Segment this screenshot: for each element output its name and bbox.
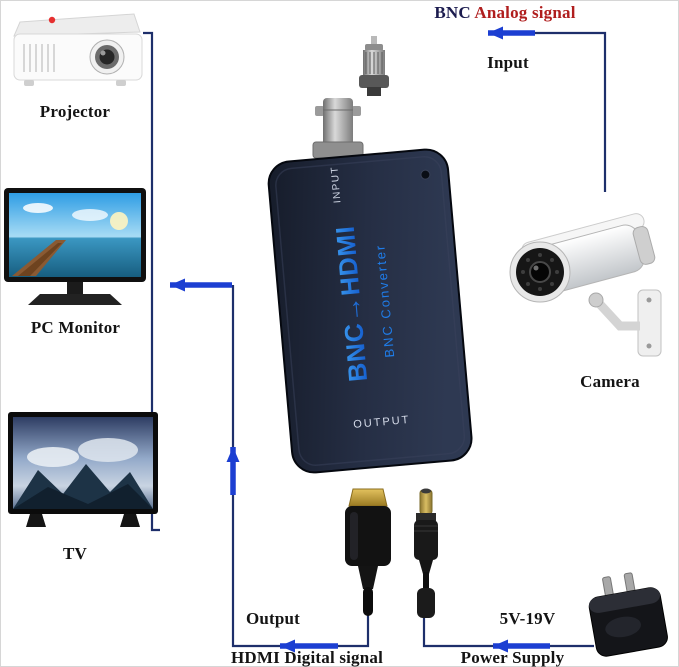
bnc-analog-signal-label: BNC Analog signal — [415, 3, 595, 23]
tv-leg — [120, 514, 140, 527]
tv-leg — [26, 514, 46, 527]
adapter-top-face — [588, 587, 661, 613]
camera-plate-screw — [646, 297, 652, 303]
camera-bracket-joint — [588, 292, 604, 308]
monitor-sun — [110, 212, 128, 230]
camera-plate-screw — [646, 343, 652, 349]
pc-monitor-label: PC Monitor — [30, 318, 121, 337]
tv-cloud — [27, 447, 79, 467]
converter-input-port-label: INPUT — [329, 165, 343, 203]
dc-strain-relief — [419, 560, 433, 574]
dc-collar — [416, 513, 436, 521]
projector-label: Projector — [39, 102, 111, 121]
connector-line-camera-input — [528, 31, 607, 192]
camera-label: Camera — [580, 372, 640, 391]
hdmi-digital-signal-label: HDMI Digital signal — [230, 648, 384, 667]
bnc-male-connector — [359, 36, 389, 96]
hdmi-gold-tip — [348, 488, 388, 507]
power-adapter-body — [588, 572, 668, 657]
projector-foot — [116, 80, 126, 86]
projector-image — [8, 6, 146, 103]
projector-vents — [23, 44, 55, 72]
tv-mountains-front — [13, 484, 153, 509]
adapter-gloss — [605, 616, 641, 638]
monitor-pier-shadow — [18, 243, 62, 276]
bnc-text: BNC — [434, 3, 475, 22]
dc-cable-ferrite — [417, 588, 435, 618]
camera-bracket-arm — [592, 296, 640, 331]
projector-power-led-icon — [48, 16, 56, 24]
converter-body: INPUT BNC→HDMI BNC Converter OUTPUT — [267, 148, 473, 474]
dc-cable — [423, 572, 429, 590]
monitor-stand-neck — [67, 282, 83, 294]
hdmi-cable — [363, 587, 373, 616]
projector-top — [13, 13, 141, 37]
connector-line-displays — [143, 31, 160, 532]
monitor-stand-base — [28, 294, 122, 305]
dc-knurl — [414, 525, 438, 532]
converter-output-port-label: OUTPUT — [353, 414, 411, 431]
hdmi-plug-highlight — [350, 512, 358, 560]
camera-lens-highlight — [533, 265, 539, 271]
power-supply-label: Power Supply — [460, 648, 565, 667]
hdmi-strain-relief — [358, 566, 378, 589]
power-adapter-image — [580, 568, 676, 667]
monitor-cloud — [23, 203, 53, 213]
camera-lens-icon — [529, 261, 551, 283]
bnc-female-jack — [312, 98, 364, 159]
pc-monitor-image — [4, 188, 146, 318]
dc-plug-image — [400, 486, 454, 631]
input-label: Input — [487, 53, 529, 72]
analog-signal-text: Analog signal — [474, 3, 576, 22]
dc-barrel-hole — [421, 488, 431, 494]
dc-barrel-tip — [419, 489, 433, 515]
dc-plug-body — [414, 520, 438, 560]
monitor-cloud — [72, 209, 108, 221]
tv-cloud — [78, 438, 138, 462]
bnc-hdmi-converter-image: INPUT BNC→HDMI BNC Converter OUTPUT — [255, 30, 485, 485]
output-label: Output — [245, 609, 301, 628]
hdmi-plug-image — [336, 486, 400, 621]
voltage-label: 5V-19V — [499, 609, 556, 628]
converter-led-icon — [420, 169, 431, 180]
camera-ir-leds — [521, 253, 559, 291]
camera-image — [478, 190, 670, 373]
projector-lens-highlight — [100, 50, 106, 56]
camera-back-cap — [632, 225, 656, 265]
tv-label: TV — [62, 544, 88, 563]
projector-foot — [24, 80, 34, 86]
tv-image — [8, 412, 158, 547]
